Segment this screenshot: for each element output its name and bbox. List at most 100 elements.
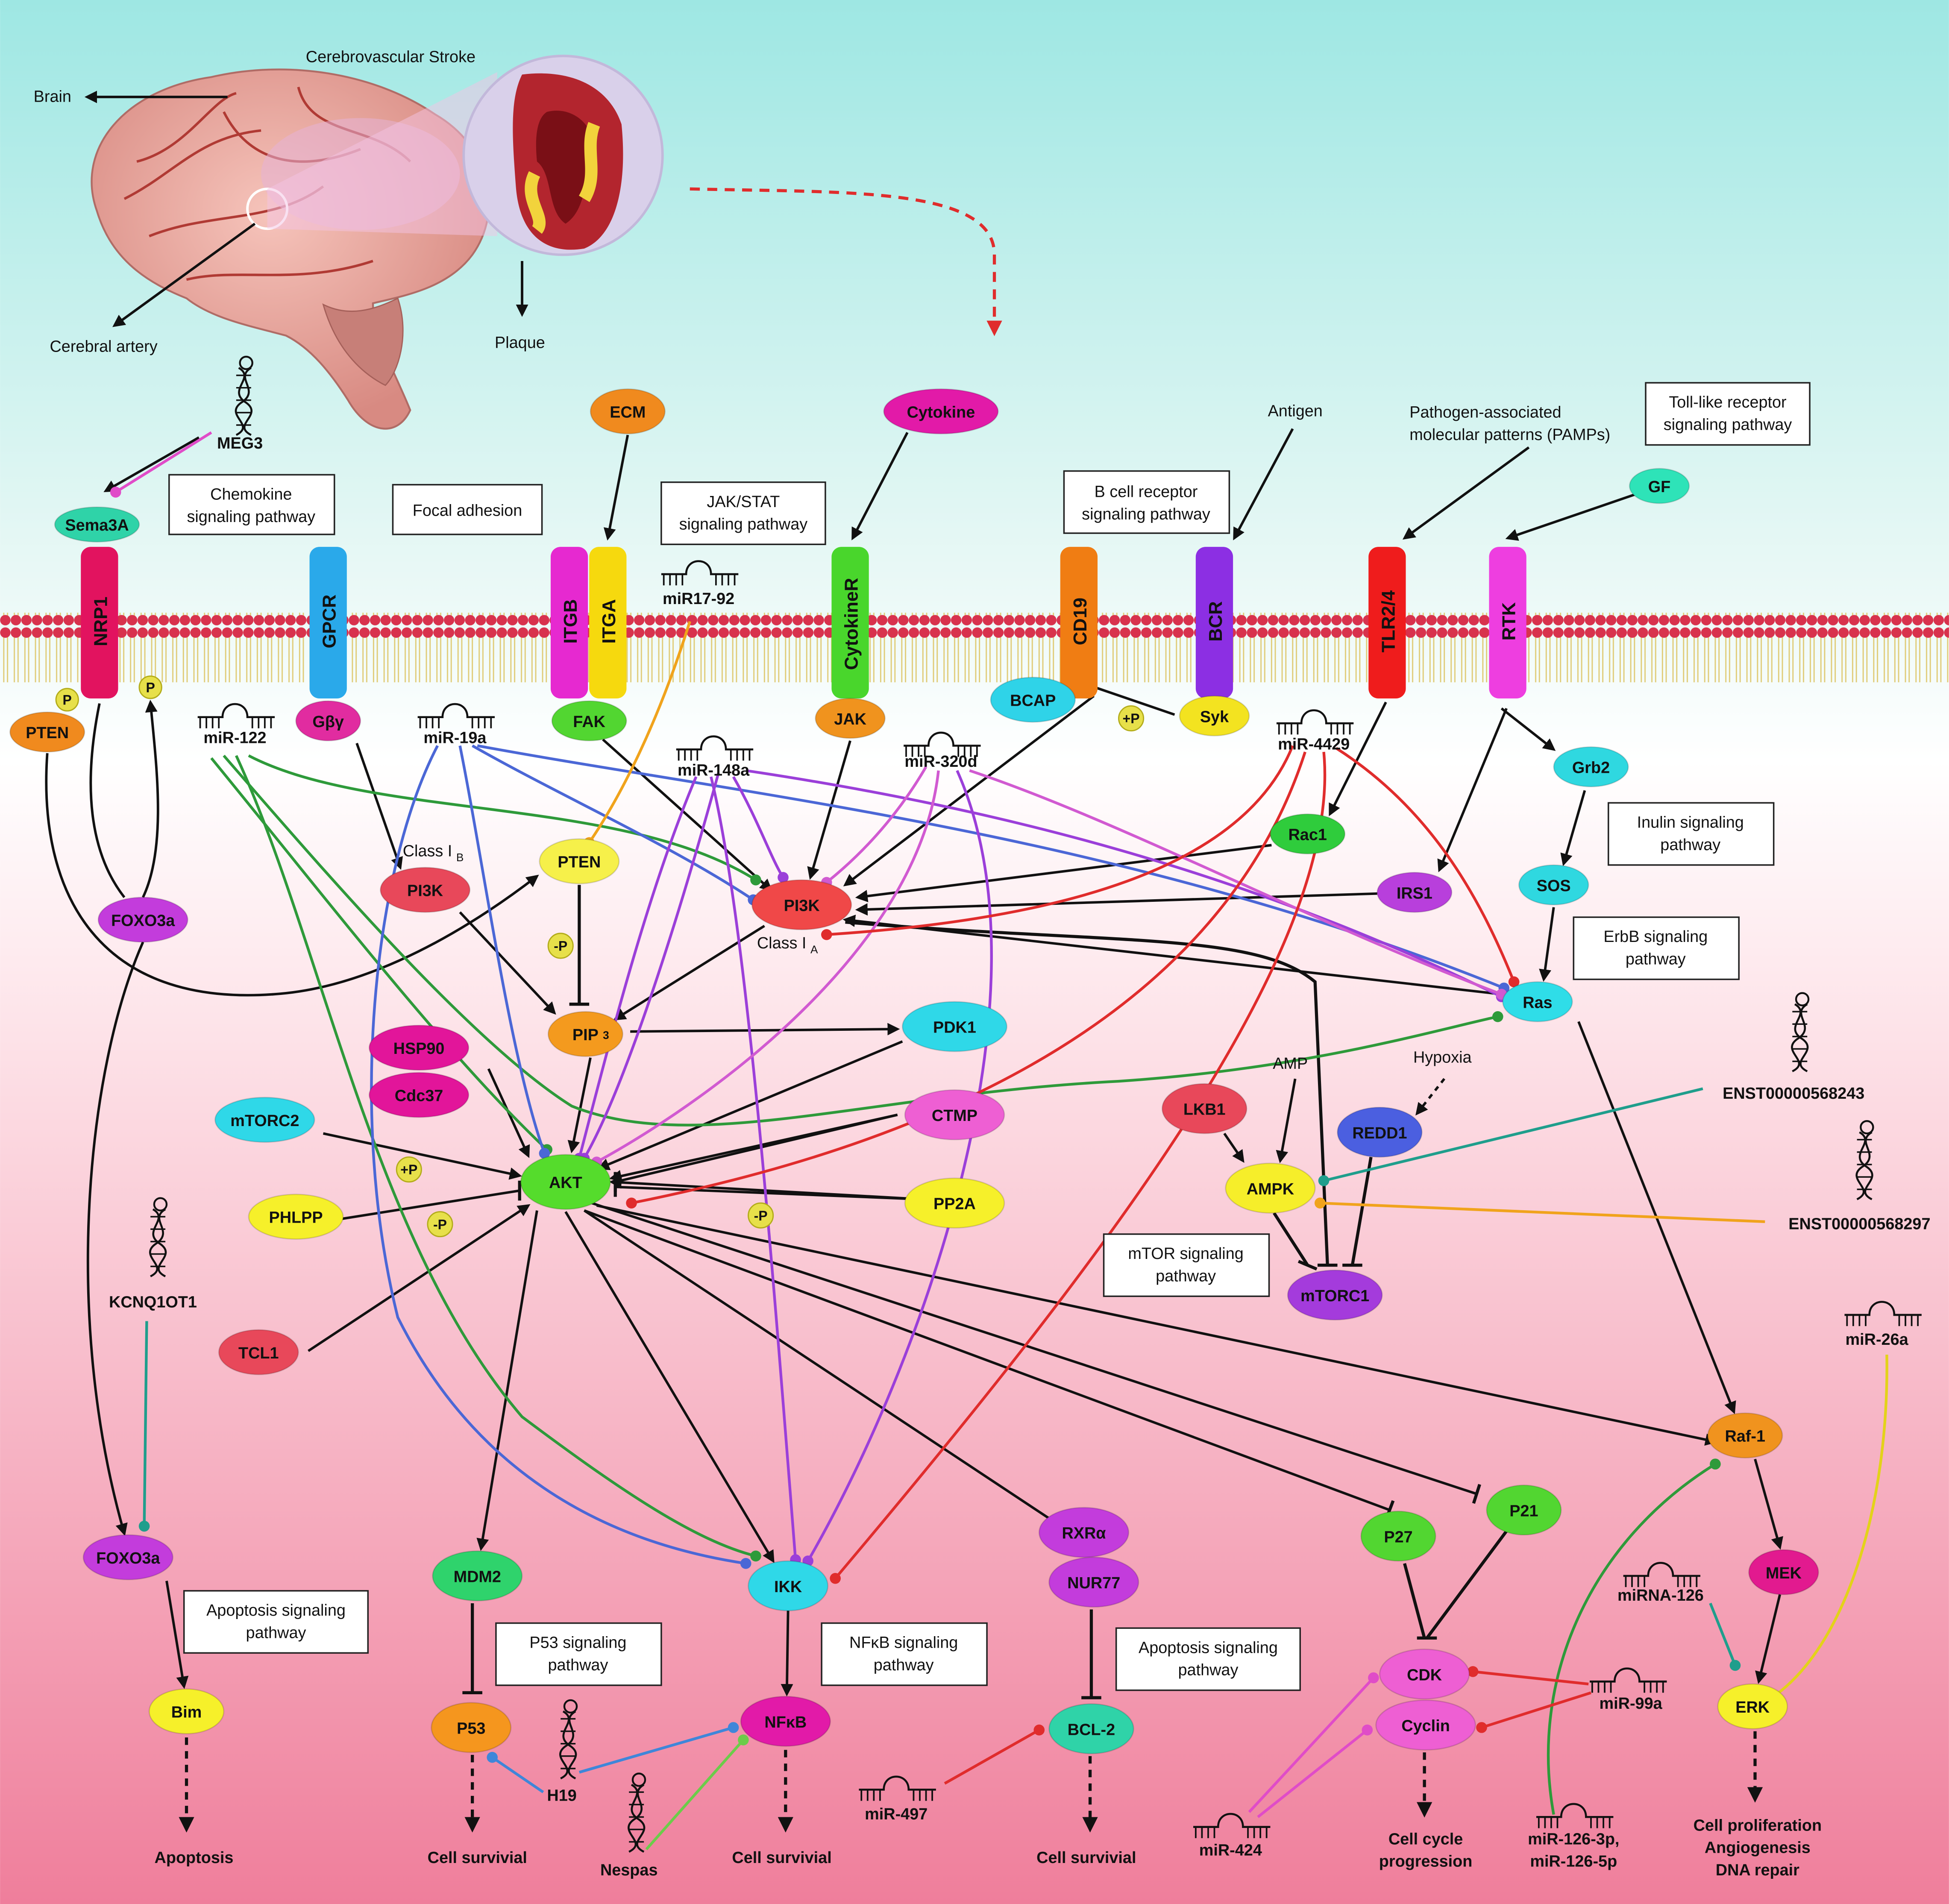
node-irs1[interactable] bbox=[1377, 871, 1453, 913]
node-ctmp[interactable] bbox=[904, 1089, 1005, 1141]
node-nfkb[interactable] bbox=[740, 1696, 831, 1747]
node-raf1[interactable] bbox=[1707, 1412, 1783, 1459]
node-cyclin[interactable] bbox=[1375, 1699, 1476, 1751]
receptor-gpcr-label: GPCR bbox=[320, 595, 340, 648]
receptor-cd19[interactable] bbox=[1060, 547, 1098, 699]
node-ecm[interactable] bbox=[590, 388, 666, 434]
node-foxo3a_top[interactable] bbox=[97, 897, 188, 943]
node-syk[interactable] bbox=[1179, 695, 1250, 736]
mirna-mir122[interactable]: miR-122 bbox=[197, 703, 275, 747]
node-ikk[interactable] bbox=[748, 1560, 829, 1611]
box-nfkb-line1: NFκB signaling bbox=[849, 1634, 958, 1652]
node-bcap-label: BCAP bbox=[1010, 692, 1056, 710]
edge bbox=[855, 844, 1272, 903]
edge bbox=[1709, 1602, 1741, 1671]
node-rac1[interactable] bbox=[1269, 813, 1346, 855]
mirna-mir126[interactable]: miR-126-3p, bbox=[1528, 1803, 1619, 1848]
node-p27[interactable] bbox=[1360, 1511, 1436, 1562]
node-pten_top[interactable] bbox=[9, 711, 85, 753]
edge bbox=[248, 754, 761, 886]
node-pp2a[interactable] bbox=[904, 1177, 1005, 1229]
node-ras[interactable] bbox=[1502, 981, 1573, 1022]
node-pi3k_b-label: PI3K bbox=[407, 882, 443, 900]
lncrna-h19[interactable]: H19 bbox=[547, 1699, 578, 1805]
node-bim[interactable] bbox=[148, 1688, 225, 1734]
mirna-mir17-92[interactable]: miR17-92 bbox=[661, 560, 739, 608]
mirna-mir19a[interactable]: miR-19a bbox=[417, 703, 495, 747]
mirna-mir320d[interactable]: miR-320d bbox=[904, 731, 981, 771]
node-mek[interactable] bbox=[1748, 1549, 1819, 1596]
receptor-tlr24[interactable] bbox=[1368, 547, 1406, 699]
lncrna-kcnq1ot1[interactable]: KCNQ1OT1 bbox=[109, 1197, 197, 1311]
node-cdc37[interactable] bbox=[368, 1072, 470, 1118]
mirna-mir26a[interactable]: miR-26a bbox=[1844, 1301, 1922, 1349]
node-mtorc1[interactable] bbox=[1287, 1269, 1383, 1321]
mirna-mir497[interactable]: miR-497 bbox=[859, 1775, 936, 1823]
edge bbox=[1318, 1087, 1703, 1186]
node-p21[interactable] bbox=[1486, 1484, 1562, 1536]
node-sema3a[interactable] bbox=[54, 506, 140, 543]
node-gby[interactable] bbox=[295, 700, 361, 742]
lncrna-enst243-label: ENST00000568243 bbox=[1723, 1085, 1864, 1103]
edge bbox=[821, 745, 1294, 940]
node-rac1-label: Rac1 bbox=[1288, 826, 1327, 844]
node-pdk1[interactable] bbox=[901, 1001, 1008, 1052]
receptor-gpcr[interactable] bbox=[309, 547, 347, 699]
badge-plus-p-mtorc2: +P bbox=[400, 1162, 417, 1177]
lncrna-meg3[interactable]: MEG3 bbox=[217, 355, 263, 452]
node-ampk[interactable] bbox=[1225, 1162, 1316, 1214]
node-jak[interactable] bbox=[815, 698, 886, 739]
lncrna-nespas[interactable]: Nespas bbox=[600, 1772, 658, 1880]
node-pi3k_a[interactable] bbox=[751, 879, 852, 930]
node-grb2[interactable] bbox=[1553, 746, 1629, 788]
node-fak[interactable] bbox=[551, 700, 627, 742]
mirna-mir99a-label: miR-99a bbox=[1600, 1695, 1663, 1713]
node-bcap[interactable] bbox=[990, 677, 1076, 723]
node-erk[interactable] bbox=[1717, 1683, 1788, 1730]
node-cytokine[interactable] bbox=[883, 388, 999, 434]
receptor-cytokiner[interactable] bbox=[831, 547, 869, 699]
mirna-mir148a[interactable]: miR-148a bbox=[676, 735, 754, 780]
lncrna-enst243[interactable]: ENST00000568243 bbox=[1723, 992, 1864, 1103]
lncrna-enst297[interactable]: ENST00000568297 bbox=[1788, 1120, 1930, 1233]
node-nur77[interactable] bbox=[1048, 1556, 1139, 1608]
mirna-mir99a[interactable]: miR-99a bbox=[1590, 1667, 1667, 1713]
node-mdm2[interactable] bbox=[432, 1550, 523, 1602]
mirna-mir424[interactable]: miR-424 bbox=[1193, 1813, 1271, 1860]
node-pip3[interactable] bbox=[547, 1011, 624, 1057]
node-pi3k_b[interactable] bbox=[379, 867, 471, 913]
node-foxo3a_bot[interactable] bbox=[82, 1534, 173, 1581]
node-rxra[interactable] bbox=[1038, 1507, 1130, 1558]
node-tcl1[interactable] bbox=[218, 1329, 299, 1376]
mirna-mirna126[interactable]: miRNA-126 bbox=[1617, 1562, 1704, 1605]
receptor-rtk[interactable] bbox=[1489, 547, 1526, 699]
node-cdk[interactable] bbox=[1379, 1649, 1470, 1700]
node-mdm2-label: MDM2 bbox=[454, 1568, 501, 1586]
edge bbox=[1081, 681, 1175, 716]
inhibition-bar bbox=[1472, 1484, 1481, 1504]
edge bbox=[487, 1751, 544, 1793]
receptor-nrp1[interactable] bbox=[81, 547, 118, 699]
node-gf[interactable] bbox=[1629, 468, 1690, 504]
badge-minus-p-pp2a: -P bbox=[754, 1208, 768, 1223]
node-mtorc2[interactable] bbox=[214, 1097, 315, 1143]
receptor-itgb[interactable] bbox=[550, 547, 588, 699]
receptor-itga[interactable] bbox=[589, 547, 627, 699]
box-focal bbox=[392, 484, 543, 535]
node-redd1[interactable] bbox=[1337, 1106, 1423, 1158]
node-lkb1[interactable] bbox=[1161, 1083, 1247, 1134]
node-bcl2[interactable] bbox=[1048, 1703, 1134, 1754]
title-cerebrovascular-stroke: Cerebrovascular Stroke bbox=[306, 48, 476, 66]
node-p53[interactable] bbox=[431, 1702, 512, 1753]
node-sos[interactable] bbox=[1518, 864, 1589, 906]
node-akt[interactable] bbox=[520, 1154, 611, 1210]
edge bbox=[1335, 747, 1520, 988]
node-phlpp[interactable] bbox=[248, 1194, 344, 1240]
receptor-bcr[interactable] bbox=[1195, 547, 1233, 699]
box-p53 bbox=[495, 1622, 662, 1686]
node-hsp90[interactable] bbox=[368, 1024, 470, 1071]
mirna-mir4429[interactable]: miR-4429 bbox=[1276, 709, 1354, 754]
box-jakstat-line2: signaling pathway bbox=[679, 515, 808, 533]
node-pten_mid[interactable] bbox=[539, 838, 620, 884]
